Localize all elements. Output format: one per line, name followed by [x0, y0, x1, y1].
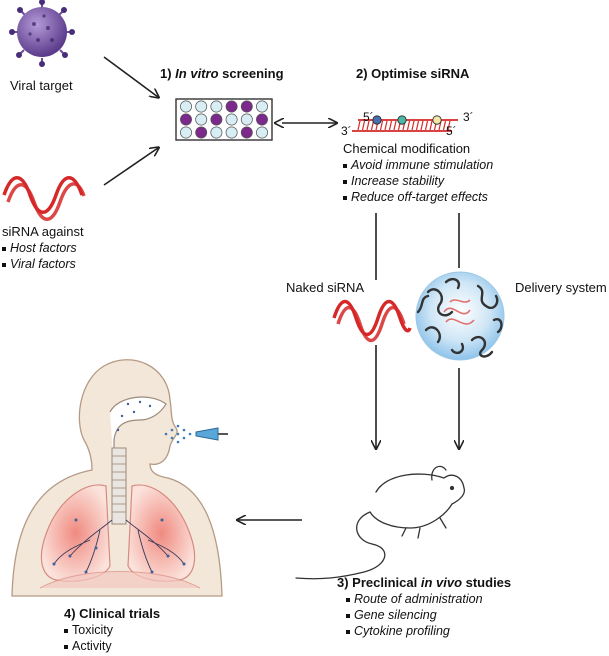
plate-well	[210, 126, 223, 139]
nanoparticle-icon	[415, 271, 505, 361]
list-item: Avoid immune stimulation	[343, 157, 493, 173]
mouse-icon	[295, 465, 466, 580]
naked-sirna-label: Naked siRNA	[286, 280, 365, 295]
duplex-rung	[379, 120, 384, 131]
list-item: Increase stability	[343, 173, 493, 189]
plate-well	[225, 100, 238, 113]
plate-well	[195, 100, 208, 113]
list-item: Toxicity	[64, 622, 113, 638]
plate-well	[256, 126, 268, 139]
step4-list: Toxicity Activity	[64, 622, 113, 654]
virus-icon	[9, 0, 75, 67]
list-item: Route of administration	[346, 591, 483, 607]
list-item: Cytokine profiling	[346, 623, 483, 639]
duplex-rung	[361, 120, 366, 131]
chemical-modification-label: Chemical modification	[343, 141, 471, 156]
duplex-rung	[415, 120, 420, 131]
viral-target-label: Viral target	[10, 78, 73, 93]
strand-bottom-left-label: 3´	[341, 124, 352, 138]
delivery-system-label: Delivery system	[515, 280, 607, 295]
plate-well	[180, 113, 192, 126]
arrow-sirna-to-screening	[103, 148, 158, 186]
plate-well	[256, 113, 268, 126]
duplex-rung	[420, 120, 424, 131]
step4-title: 4) Clinical trials	[64, 606, 161, 621]
step3-emph: in vivo	[420, 575, 463, 590]
step1-suffix: screening	[218, 66, 284, 81]
duplex-rung	[406, 120, 411, 131]
plate-well	[195, 113, 208, 126]
plate-well	[225, 113, 238, 126]
arrow-virus-to-screening	[103, 56, 158, 97]
step3-suffix: studies	[462, 575, 512, 590]
plate-well	[225, 126, 238, 139]
duplex-rung	[447, 120, 451, 131]
list-item: Reduce off-target effects	[343, 189, 493, 205]
step1-emph: In vitro	[175, 66, 219, 81]
plate-well	[240, 100, 253, 113]
plate-well	[180, 126, 192, 139]
list-item: Host factors	[2, 240, 77, 256]
well-plate-icon	[175, 98, 273, 141]
plate-well	[240, 113, 253, 126]
plate-well	[256, 100, 268, 113]
duplex-rung	[424, 120, 429, 131]
plate-well	[180, 100, 192, 113]
duplex-rung	[366, 120, 370, 131]
step2-title: 2) Optimise siRNA	[356, 66, 470, 81]
list-item: Activity	[64, 638, 113, 654]
step1-title: 1) In vitro screening	[160, 66, 284, 82]
plate-well	[195, 126, 208, 139]
step3-list: Route of administration Gene silencing C…	[346, 591, 483, 639]
duplex-rung	[384, 120, 388, 131]
chemical-modification-list: Avoid immune stimulation Increase stabil…	[343, 157, 493, 205]
duplex-rung	[357, 120, 361, 131]
duplex-rung	[411, 120, 415, 131]
modified-sirna-icon	[352, 115, 458, 132]
duplex-rung	[393, 120, 397, 131]
list-item: Viral factors	[2, 256, 77, 272]
step3-title: 3) Preclinical in vivo studies	[337, 575, 511, 591]
plate-well	[240, 126, 253, 139]
sirna-against-list: Host factors Viral factors	[2, 240, 77, 272]
human-lungs-icon	[11, 359, 223, 597]
strand-top-left-label: 5´	[363, 110, 374, 124]
duplex-rung	[442, 120, 447, 131]
strand-top-right-label: 3´	[463, 110, 474, 124]
step1-prefix: 1)	[160, 66, 176, 81]
plate-well	[210, 113, 223, 126]
spray-device-icon	[164, 424, 228, 444]
naked-sirna-icon	[332, 299, 412, 337]
duplex-rung	[388, 120, 393, 131]
step3-prefix: 3) Preclinical	[337, 575, 421, 590]
sirna-against-label: siRNA against	[2, 224, 84, 239]
plate-well	[210, 100, 223, 113]
duplex-rung	[429, 120, 433, 131]
list-item: Gene silencing	[346, 607, 483, 623]
strand-bottom-right-label: 5´	[446, 124, 457, 138]
sirna-left-icon	[2, 176, 84, 214]
